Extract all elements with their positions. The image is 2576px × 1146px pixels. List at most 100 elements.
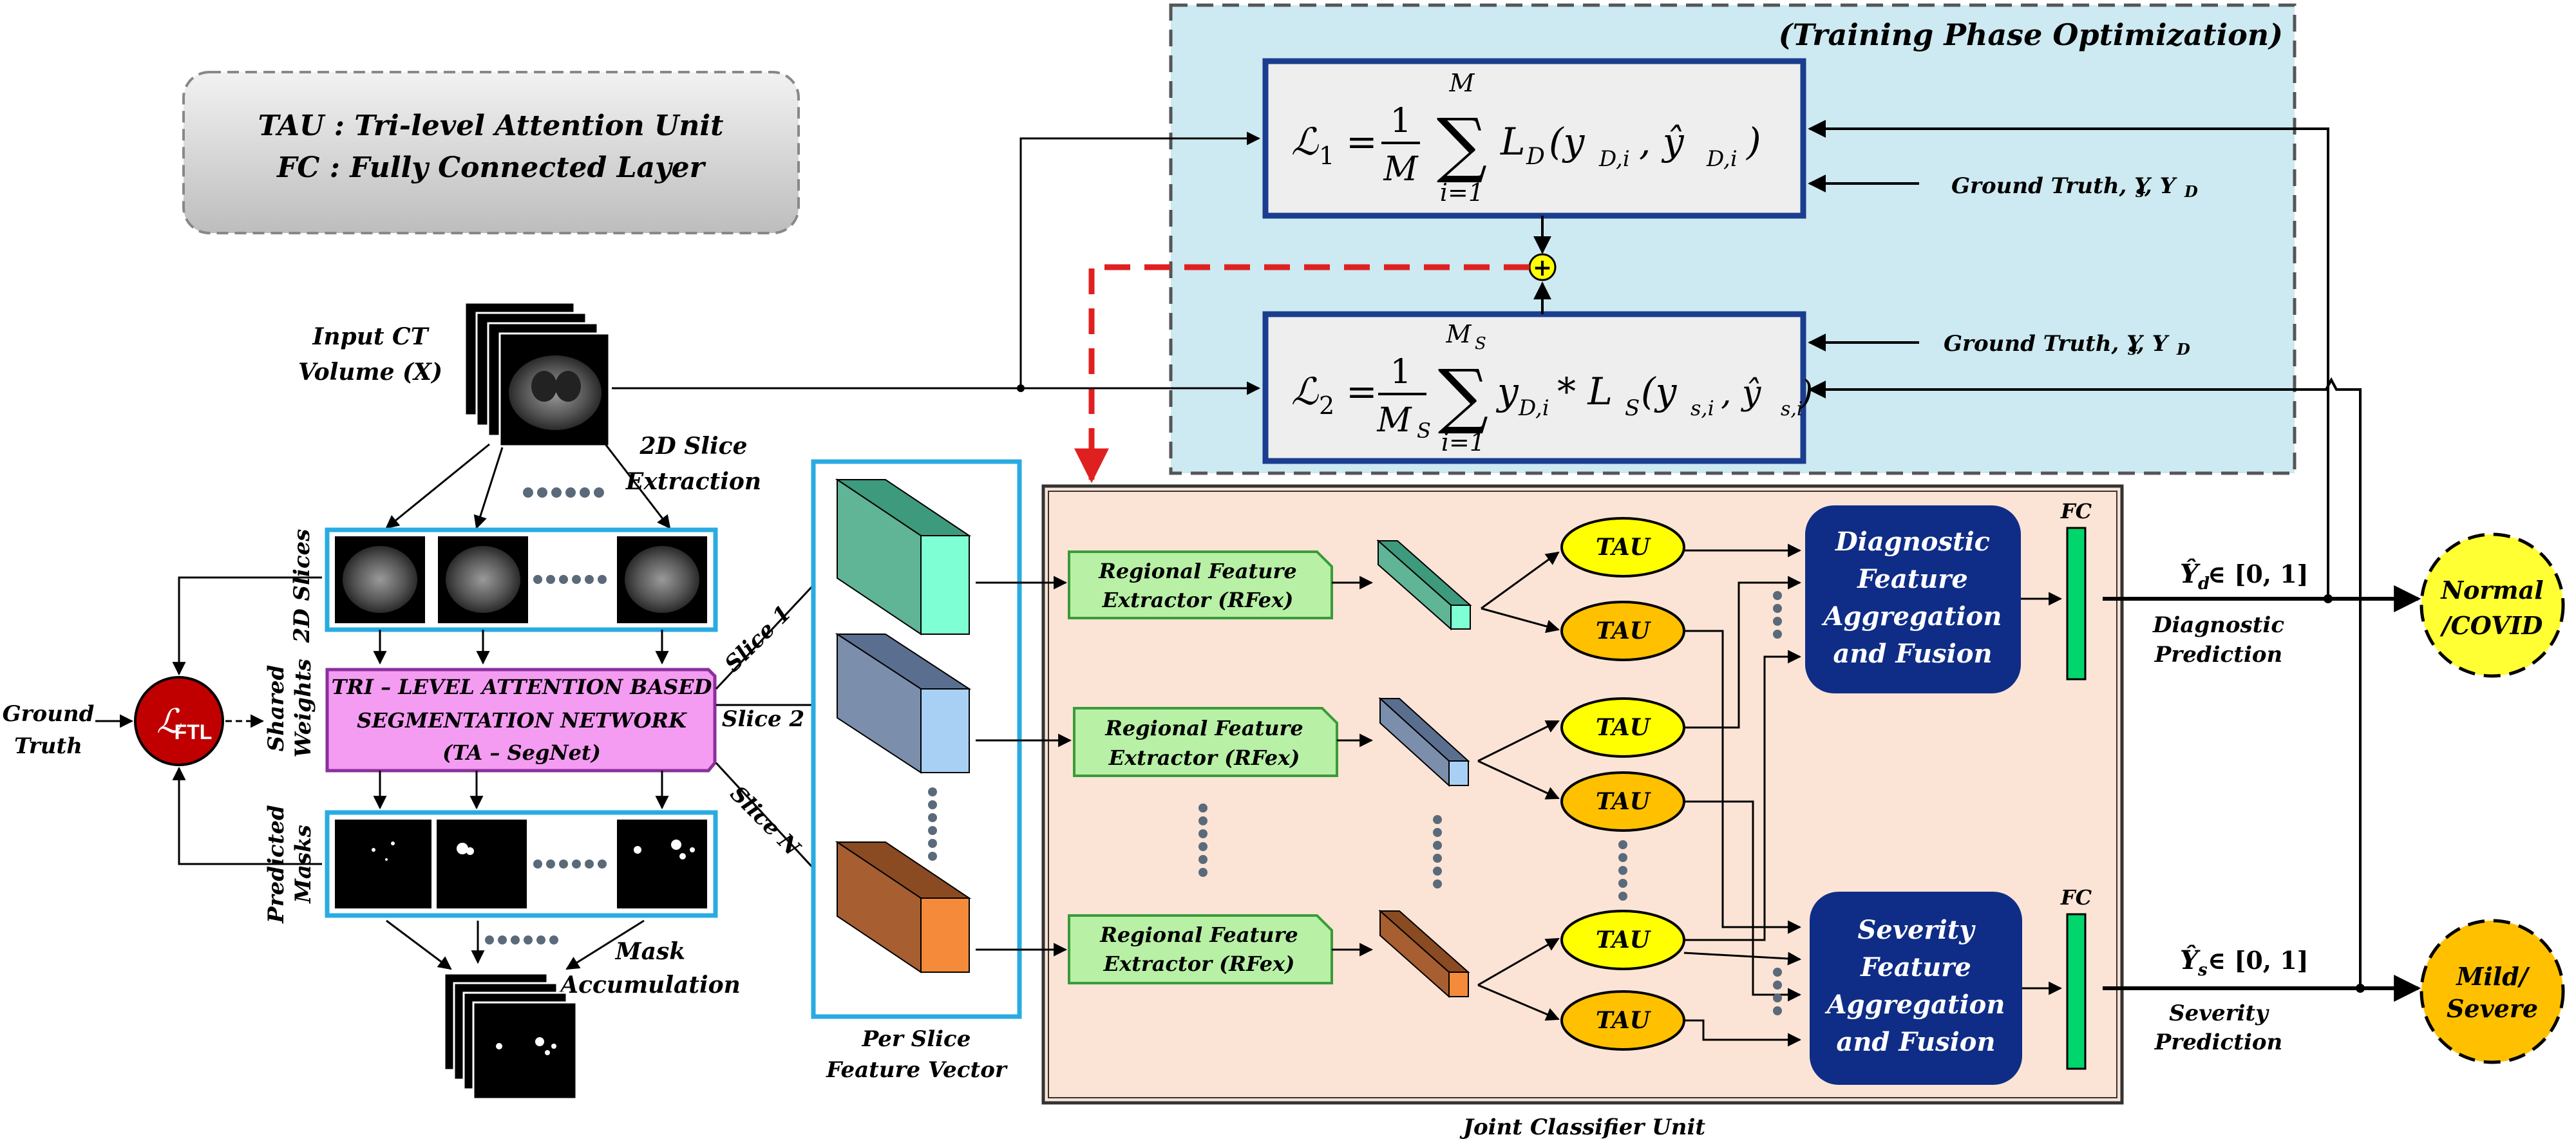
network-line1: TRI – LEVEL ATTENTION BASED: [332, 675, 712, 699]
segmentation-ftl-symbol-text: ℒ: [156, 702, 182, 741]
segmentation-shared-weights-line2-text: Weights: [290, 659, 316, 757]
legend-box: TAU : Tri-level Attention Unit FC : Full…: [182, 71, 800, 234]
loss2-lhs: ℒ: [1291, 370, 1319, 413]
loss1-args-end: ): [1745, 120, 1761, 164]
normal-covid-output: Normal /COVID: [2420, 532, 2565, 678]
joint-classifier-panel: Joint Classifier Unit Regional Feature E…: [976, 484, 2124, 1140]
segmentation-shared-weights-line1-text: Shared: [263, 664, 289, 751]
tau-5: TAU: [1560, 910, 1685, 970]
accumulated-masks: [443, 972, 578, 1100]
outputs-sev-range-text: ∈ [0, 1]: [2208, 946, 2309, 975]
tau-6: TAU: [1560, 990, 1685, 1051]
classifier-tau-text: TAU: [1596, 788, 1652, 815]
loss2-box: ℒ 2 = 1 M S ∑ M S i=1 y D,i * L S (y s,i…: [1262, 311, 1813, 464]
input-to-loss1: [1019, 131, 1261, 388]
loss1-args-sub1: D,i: [1598, 146, 1630, 172]
loss1-lhs: ℒ: [1291, 120, 1319, 164]
training-gt-mid-text: , Y: [2144, 173, 2177, 199]
classifier-tau-text: TAU: [1596, 714, 1652, 741]
outputs-mild-line1-text: Mild/: [2455, 962, 2530, 991]
loss1-frac-den: M: [1383, 150, 1419, 189]
loss2-op-sub: S: [1625, 395, 1640, 421]
loss2-args-mid: , ŷ: [1721, 374, 1761, 413]
input-ct-volume: Input CT Volume (X) 2D Slice Extraction: [298, 301, 761, 495]
input-label-2: Volume (X): [298, 359, 442, 386]
loss2-frac-den: M: [1376, 401, 1412, 440]
text-text: ∑: [1438, 354, 1489, 437]
outputs-sev-label-line1-text: Severity: [2169, 1000, 2269, 1026]
ground-truth-1: Ground: [3, 701, 95, 727]
slices-label: 2D Slices: [289, 529, 315, 644]
loss2-frac-den-sub: S: [1417, 418, 1431, 443]
plus-symbol: +: [1533, 254, 1552, 281]
loss1-sum-bottom: i=1: [1440, 178, 1484, 207]
training-gt-sub-d-text: D: [2184, 182, 2198, 201]
loss2-sum-top-sub: S: [1475, 334, 1486, 353]
training-gt-sub-s-text: s: [2127, 340, 2137, 359]
text-text: ∑: [1437, 103, 1488, 185]
classifier-sev-line3-text: Aggregation: [1824, 990, 2005, 1020]
training-title: (Training Phase Optimization): [1779, 17, 2283, 52]
fc-severity: FC: [2060, 885, 2092, 1070]
text-text: =: [1346, 120, 1378, 164]
classifier-tau-text: TAU: [1596, 534, 1652, 561]
gt-label-1: Ground Truth, Y: [1951, 173, 2152, 199]
classifier-rfex-line1-text: Regional Feature: [1104, 716, 1303, 740]
tau-1: TAU: [1560, 517, 1685, 578]
slices-box: 2D Slices: [289, 527, 718, 644]
small-cuboid-n: [1378, 909, 1470, 999]
outputs-sev-pred-sub-text: s: [2197, 961, 2208, 980]
rfex-2: Regional Feature Extractor (RFex): [1073, 707, 1338, 777]
loss2-args-sub1: s,i: [1690, 396, 1714, 420]
slice-extraction-1: 2D Slice: [639, 433, 748, 460]
small-cuboid-2: [1378, 697, 1470, 787]
severity-fusion-block: Severity Feature Aggregation and Fusion: [1810, 892, 2022, 1085]
small-cuboid-1: [1376, 539, 1472, 631]
classifier-rfex-line1-text: Regional Feature: [1099, 923, 1298, 947]
loss1-args: (y: [1549, 120, 1586, 164]
red-feedback-line: [1088, 264, 1530, 476]
classifier-rfex-line2-text: Extractor (RFex): [1103, 952, 1295, 976]
rfex-n: Regional Feature Extractor (RFex): [1068, 914, 1333, 984]
loss2-args-end: ): [1799, 374, 1813, 413]
tau-4: TAU: [1560, 771, 1685, 832]
slice-extraction-2: Extraction: [625, 468, 761, 495]
masks-box: Predicted Masks: [263, 805, 718, 924]
fc-diagnostic: FC: [2060, 499, 2092, 681]
mask-accum-1: Mask: [614, 938, 685, 965]
legend-fc: FC : Fully Connected Layer: [276, 151, 706, 184]
classifier-diag-line1-text: Diagnostic: [1835, 527, 1990, 557]
loss2-term-sub: D,i: [1518, 395, 1549, 421]
outputs-mild-line2-text: Severe: [2447, 994, 2538, 1023]
outputs-diag-label-line1-text: Diagnostic: [2152, 612, 2284, 638]
training-phase-panel: (Training Phase Optimization) ℒ 1 = 1 M …: [1169, 3, 2297, 475]
training-gt-mid-text: , Y: [2136, 331, 2170, 357]
feature-vector-box: Per Slice Feature Vector: [811, 459, 1022, 1083]
segmentation-network: TRI – LEVEL ATTENTION BASED SEGMENTATION…: [263, 659, 717, 773]
outputs-sev-pred-text: Ŷ: [2180, 945, 2201, 975]
loss1-frac-num: 1: [1390, 102, 1411, 140]
loss1-lhs-sub: 1: [1319, 142, 1334, 170]
classifier-diag-line3-text: Aggregation: [1821, 601, 2002, 632]
classifier-sev-line4-text: and Fusion: [1836, 1027, 1995, 1057]
loss2-args: (y: [1641, 370, 1678, 413]
network-line3: (TA – SegNet): [442, 740, 601, 765]
loss1-term: L: [1500, 120, 1526, 164]
gt-label-2: Ground Truth, Y: [1944, 331, 2144, 357]
outputs-normal-line2-text: /COVID: [2439, 611, 2543, 640]
slice1-label: Slice 1: [720, 601, 797, 677]
feature-vector-label-1: Per Slice: [862, 1026, 971, 1052]
training-gt-sub-d-text: D: [2176, 340, 2190, 359]
segmentation-ftl-sub-text: FTL: [175, 720, 213, 744]
mask-accum-2: Accumulation: [558, 972, 741, 999]
outputs-diag-range-text: ∈ [0, 1]: [2208, 559, 2309, 588]
tau-3: TAU: [1560, 697, 1685, 758]
classifier-tau-text: TAU: [1596, 617, 1652, 644]
loss1-args-sub2: D,i: [1706, 146, 1738, 172]
network-line2: SEGMENTATION NETWORK: [357, 708, 687, 733]
feature-vector-label-2: Feature Vector: [826, 1057, 1008, 1083]
mild-severe-output: Mild/ Severe: [2420, 919, 2565, 1064]
diag-prediction-label: Ŷ d ∈ [0, 1] Diagnostic Prediction: [2152, 559, 2309, 668]
